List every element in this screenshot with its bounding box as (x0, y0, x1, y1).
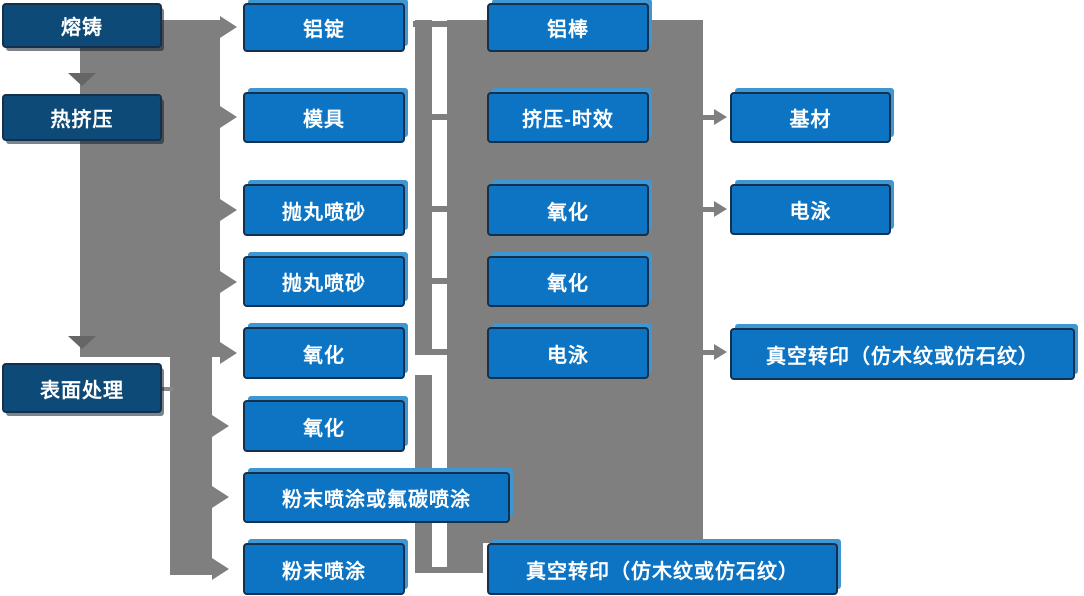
node-aluminum-rod: 铝棒 (487, 3, 649, 52)
collector-bar-upper (415, 20, 432, 355)
node-anodizing-1: 氧化 (243, 327, 405, 379)
node-shot-blasting-2: 抛丸喷砂 (243, 256, 405, 307)
arrow-to-powder-coating (212, 558, 229, 580)
arrow-head-to-vacuum-transfer (714, 344, 727, 360)
stub-row-aluminum-ingot (413, 21, 448, 27)
center-gray-block-foot (447, 543, 483, 573)
node-electrophoresis-2: 电泳 (730, 184, 891, 235)
surface-treatment-link (161, 387, 173, 391)
stub-row-anodizing-1 (432, 349, 448, 355)
arrow-head-to-substrate (714, 109, 727, 125)
node-substrate: 基材 (730, 92, 891, 143)
node-aluminum-ingot: 铝锭 (243, 3, 405, 52)
node-extrusion-aging: 挤压-时效 (487, 92, 649, 143)
node-melting-casting: 熔铸 (2, 3, 162, 48)
arrow-head-to-electrophoresis (714, 201, 727, 217)
arrow-to-anodizing-2 (212, 415, 229, 437)
arrow-to-powder-fluorocarbon (212, 486, 229, 508)
node-surface-treatment: 表面处理 (2, 363, 162, 413)
node-vacuum-transfer-1: 真空转印（仿木纹或仿石纹） (487, 543, 838, 595)
node-anodizing-4: 氧化 (487, 256, 649, 307)
stub-row-shot-blasting-1 (432, 206, 448, 212)
down-arrow-to-hot-extrusion (68, 73, 96, 86)
node-shot-blasting-1: 抛丸喷砂 (243, 184, 405, 236)
arrow-to-anodizing-1 (220, 342, 237, 364)
main-vertical-band (80, 20, 220, 357)
node-anodizing-3: 氧化 (487, 184, 649, 236)
node-electrophoresis-1: 电泳 (487, 327, 649, 379)
arrow-to-shot-blasting-2 (220, 271, 237, 293)
stub-row-powder-coating (432, 567, 448, 573)
down-arrow-to-surface-treatment (68, 336, 96, 349)
arrow-shaft-to-substrate (703, 115, 715, 120)
node-hot-extrusion: 热挤压 (2, 94, 162, 141)
arrow-shaft-to-vacuum-transfer (703, 350, 715, 355)
node-powder-or-fluorocarbon-coating: 粉末喷涂或氟碳喷涂 (243, 472, 510, 523)
stub-row-mold (432, 114, 448, 120)
node-anodizing-2: 氧化 (243, 400, 405, 452)
arrow-to-shot-blasting-1 (220, 199, 237, 221)
node-mold: 模具 (243, 92, 405, 143)
arrow-to-mold (220, 106, 237, 128)
lower-vertical-band (170, 357, 212, 575)
arrow-to-aluminum-ingot (220, 16, 237, 38)
stub-row-shot-blasting-2 (432, 278, 448, 284)
arrow-shaft-to-electrophoresis (703, 207, 715, 212)
node-vacuum-transfer-2: 真空转印（仿木纹或仿石纹） (730, 328, 1075, 380)
node-powder-coating: 粉末喷涂 (243, 543, 405, 595)
